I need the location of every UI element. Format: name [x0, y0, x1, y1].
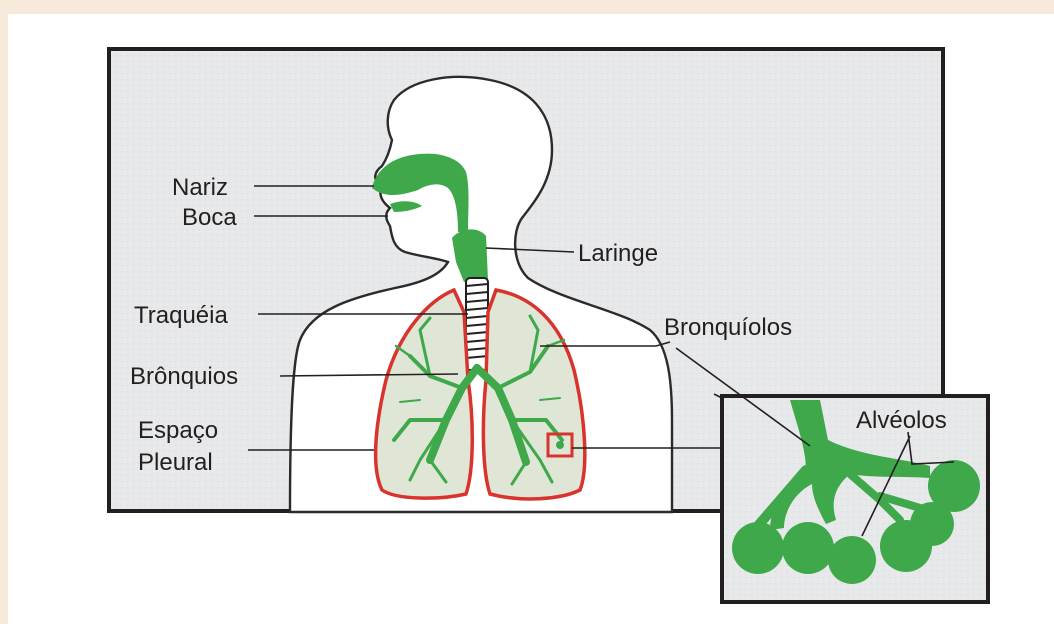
- label-nariz: Nariz: [172, 174, 228, 201]
- zoom-marker-alveolus: [556, 441, 564, 449]
- label-boca: Boca: [182, 204, 237, 231]
- trachea: [466, 278, 488, 370]
- label-alveolos: Alvéolos: [856, 407, 947, 434]
- label-espaco: Espaço: [138, 417, 218, 444]
- label-pleural: Pleural: [138, 449, 213, 476]
- label-traqueia: Traquéia: [134, 302, 228, 329]
- label-bronquiolos: Bronquíolos: [664, 314, 792, 341]
- label-laringe: Laringe: [578, 240, 658, 267]
- label-bronquios: Brônquios: [130, 363, 238, 390]
